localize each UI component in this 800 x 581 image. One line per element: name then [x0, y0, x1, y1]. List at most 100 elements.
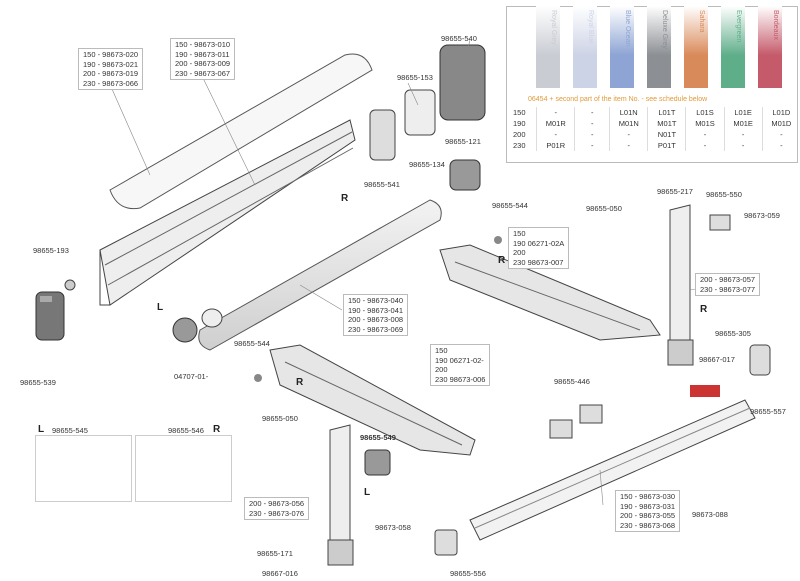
wall-bracket-part — [749, 344, 771, 376]
leg-clip-part — [709, 214, 731, 231]
fabric-color-name: Blue Ocean — [624, 10, 631, 47]
fabric-cell: - — [609, 140, 648, 151]
part-number-label: 98655-544 — [234, 339, 270, 348]
front-cover-part — [109, 53, 373, 210]
side-marker: L — [364, 487, 371, 498]
fabric-swatch — [684, 6, 708, 88]
fabric-swatch — [721, 6, 745, 88]
part-number-label: 98655-193 — [33, 246, 69, 255]
part-number-label: 98655-217 — [657, 187, 693, 196]
fabric-cell: - — [574, 129, 610, 140]
part-number-label: 04707-01- — [174, 372, 209, 381]
fabric-note: 06454 + second part of the item No. - se… — [528, 96, 708, 103]
part-number-label: 98673-059 — [744, 211, 780, 220]
fabric-cell: 190 — [513, 119, 526, 128]
part-number-label: 98655-446 — [554, 377, 590, 386]
cassette-housing-part — [99, 119, 356, 306]
side-marker: R — [700, 304, 708, 315]
part-number-label: 98667-017 — [699, 355, 735, 364]
fabric-cell: L01E — [723, 107, 763, 118]
fabric-row: 200---N01T--- — [510, 129, 800, 140]
part-number-label: 98655-541 — [364, 180, 400, 189]
roller-tube-part — [198, 199, 442, 351]
arm-clip-part — [364, 449, 391, 476]
part-number-label: 98655-134 — [409, 160, 445, 169]
cap-bracket-part — [404, 89, 436, 136]
spring-cap-part — [369, 109, 396, 161]
part-number-label: 98655-540 — [441, 34, 477, 43]
fabric-cell: M01S — [685, 118, 725, 129]
brand-logo — [690, 385, 720, 397]
fabric-cell: L01N — [609, 107, 648, 118]
part-number-label: 98655-153 — [397, 73, 433, 82]
right-end-cap-part — [439, 44, 486, 121]
fabric-cell: L01D — [761, 107, 800, 118]
fabric-cell: - — [761, 140, 800, 151]
part-number-label: 98655-544 — [492, 201, 528, 210]
fabric-cell: - — [574, 140, 610, 151]
fabric-cell: M01N — [609, 118, 648, 129]
part-number-label: 98655-539 — [20, 378, 56, 387]
fabric-cell: 200 — [513, 130, 526, 139]
fabric-cell: M01R — [536, 118, 575, 129]
part-number-label: 98655-556 — [450, 569, 486, 578]
fabric-cell: P01T — [647, 140, 686, 151]
part-number-label: 98673-088 — [692, 510, 728, 519]
fabric-cell: 150 — [513, 108, 526, 117]
fabric-swatch — [758, 6, 782, 88]
right-leg-part — [669, 204, 691, 361]
side-marker: R — [498, 255, 506, 266]
part-number-label: 98655-549 — [360, 433, 396, 442]
fabric-cell: M01T — [647, 118, 686, 129]
fabric-cell: P01R — [536, 140, 575, 151]
rail-end-cap-part — [434, 529, 458, 556]
motor-plug-part — [449, 159, 481, 191]
fabric-swatch — [647, 6, 671, 88]
fabric-cell: L01T — [647, 107, 686, 118]
right-arm-part — [439, 244, 661, 341]
fabric-color-name: Sahara — [698, 10, 705, 33]
fabric-cell: - — [723, 140, 763, 151]
fabric-cell: - — [574, 118, 610, 129]
fabric-cell: M01E — [723, 118, 763, 129]
rail-clip-right-part — [579, 404, 603, 424]
part-number-label: 98655-557 — [750, 407, 786, 416]
fabric-color-name: Royal Blue — [587, 10, 594, 44]
part-number-label: 98667-016 — [262, 569, 298, 578]
part-number-label: 98655-305 — [715, 329, 751, 338]
fabric-cell: - — [685, 129, 725, 140]
fabric-color-name: Bordeaux — [772, 10, 779, 40]
side-marker: L — [157, 302, 164, 313]
fabric-cell: N01T — [647, 129, 686, 140]
side-marker: R — [213, 424, 221, 435]
part-number-label: 98655-171 — [257, 549, 293, 558]
fabric-cell: - — [536, 129, 575, 140]
fabric-color-name: Royal Grey — [550, 10, 557, 46]
part-number-label: 98655-550 — [706, 190, 742, 199]
part-number-label: 98655-546 — [168, 426, 204, 435]
side-marker: R — [296, 377, 304, 388]
left-end-cap-part — [35, 291, 65, 341]
fabric-cell: - — [574, 107, 610, 118]
fabric-swatch — [573, 6, 597, 88]
right-inset — [135, 435, 232, 502]
left-plug-part — [172, 317, 198, 343]
rail-clip-left-part — [549, 419, 573, 439]
fabric-color-name: Evergreen — [735, 10, 742, 43]
part-number-label: 98655-545 — [52, 426, 88, 435]
fabric-swatch — [610, 6, 634, 88]
spring-part-2 — [254, 374, 262, 382]
lead-rail-part — [469, 399, 756, 541]
fabric-cell: - — [609, 129, 648, 140]
